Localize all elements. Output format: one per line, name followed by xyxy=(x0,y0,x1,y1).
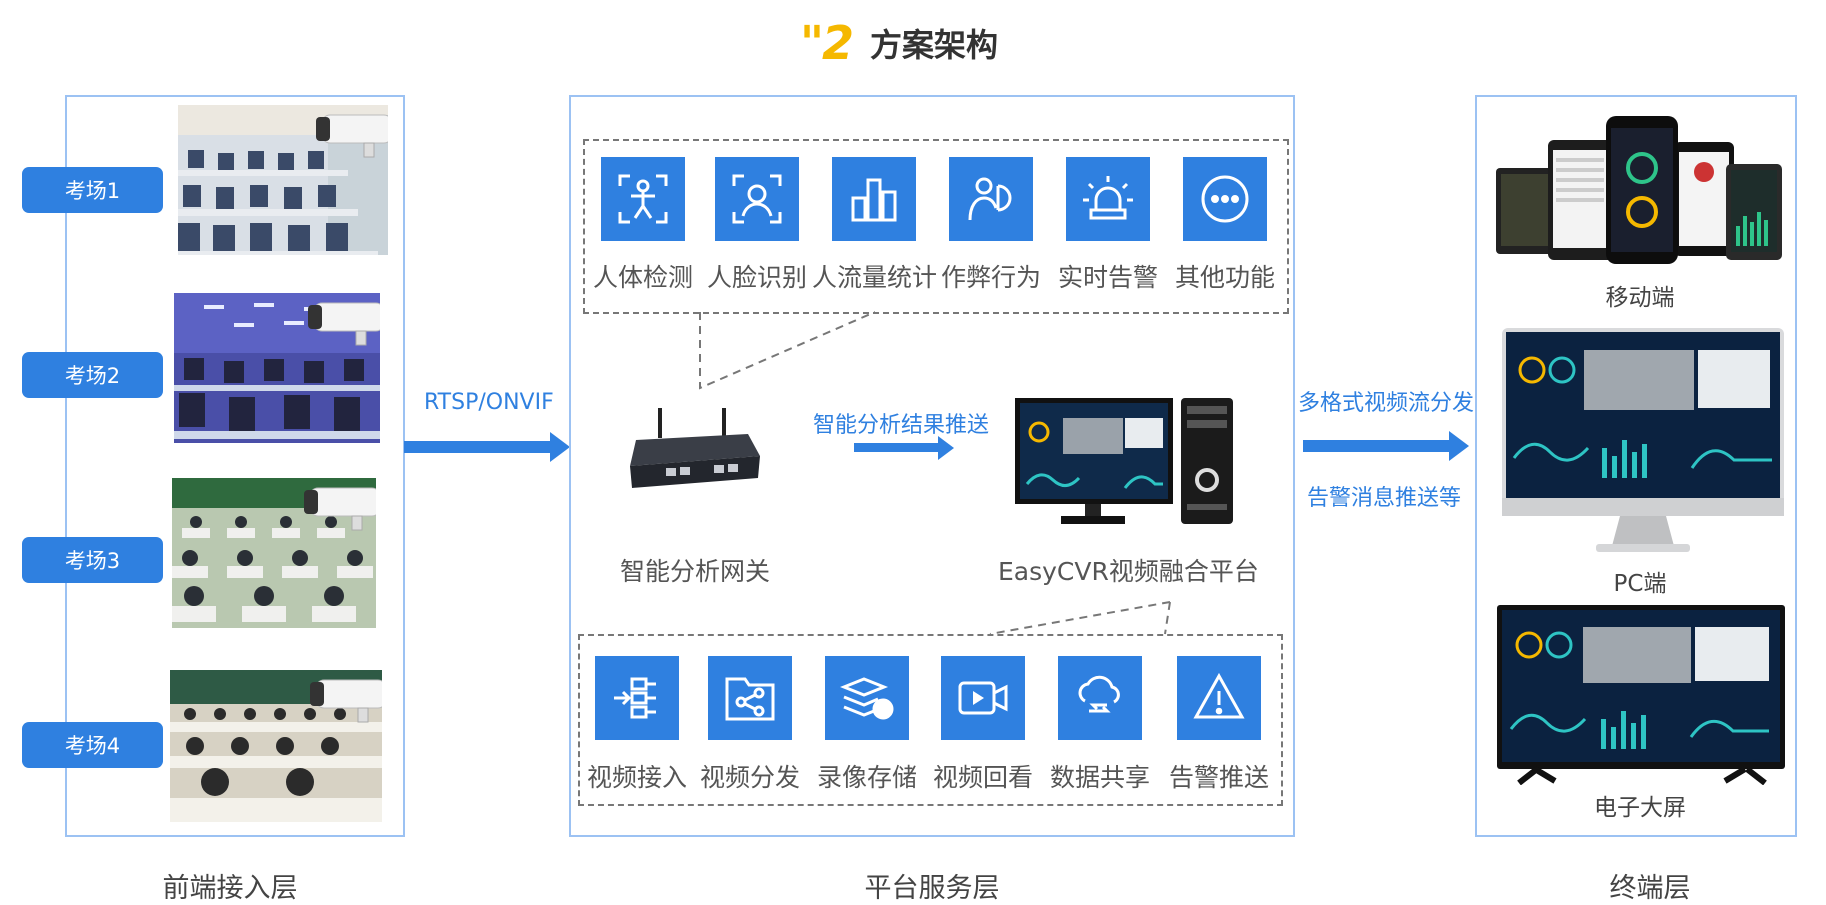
share-icon xyxy=(725,677,775,721)
analysis-tile-5[interactable] xyxy=(1066,157,1150,241)
platform-tile-4[interactable] xyxy=(941,656,1025,740)
platform-label: EasyCVR视频融合平台 xyxy=(998,557,1259,586)
exam-room-tag-2[interactable]: 考场2 xyxy=(22,352,163,398)
behavior-icon xyxy=(968,177,1012,221)
analysis-label-4: 作弊行为 xyxy=(941,263,1042,292)
platform-label-2: 视频分发 xyxy=(700,763,801,792)
front-layer-panel xyxy=(65,95,405,837)
big-screen-icon xyxy=(1497,605,1785,785)
platform-tile-2[interactable] xyxy=(708,656,792,740)
platform-screen-icon xyxy=(1015,398,1233,524)
analysis-functions-box xyxy=(583,139,1289,314)
gateway-label: 智能分析网关 xyxy=(620,557,771,586)
gateway-device-icon xyxy=(630,408,760,488)
exam-room-photo xyxy=(172,478,376,628)
mobile-devices-icon xyxy=(1496,116,1782,264)
terminal-layer-label: 终端层 xyxy=(1609,873,1691,904)
camera-icon xyxy=(316,114,388,158)
pc-monitor-icon xyxy=(1502,328,1784,552)
exam-room-photo xyxy=(174,293,380,443)
cloud-share-icon xyxy=(1078,675,1120,713)
arrow-right-icon xyxy=(1303,431,1469,461)
terminal-label-bigscreen: 电子大屏 xyxy=(1594,795,1686,821)
exam-room-photo xyxy=(178,105,388,255)
platform-tile-3[interactable] xyxy=(825,656,909,740)
video-access-icon xyxy=(614,677,656,719)
analysis-tile-6[interactable] xyxy=(1183,157,1267,241)
analysis-tile-1[interactable] xyxy=(601,157,685,241)
face-scan-icon xyxy=(732,174,782,224)
arrow-right-icon xyxy=(854,436,954,460)
platform-tile-1[interactable] xyxy=(595,656,679,740)
bar-chart-icon xyxy=(851,178,897,222)
platform-label-3: 录像存储 xyxy=(817,763,918,792)
exam-room-photo xyxy=(170,670,382,822)
terminal-label-mobile: 移动端 xyxy=(1605,285,1675,311)
analysis-tile-4[interactable] xyxy=(949,157,1033,241)
more-icon xyxy=(1201,175,1249,223)
terminal-layer-panel xyxy=(1475,95,1797,837)
title-text: 方案架构 xyxy=(869,26,998,64)
playback-icon xyxy=(958,681,1008,715)
exam-room-tag-1[interactable]: 考场1 xyxy=(22,167,163,213)
warning-icon xyxy=(1193,672,1245,719)
platform-functions-box xyxy=(578,634,1283,806)
title-number: "2 xyxy=(800,16,854,70)
analysis-label-5: 实时告警 xyxy=(1058,263,1159,292)
page-title: "2 方案架构 xyxy=(800,16,998,70)
callout-lines xyxy=(699,311,1171,635)
exam-room-tag-3[interactable]: 考场3 xyxy=(22,537,163,583)
platform-layer-label: 平台服务层 xyxy=(864,873,1000,904)
storage-layers-icon xyxy=(840,677,894,720)
analysis-push-label: 智能分析结果推送 xyxy=(813,413,990,438)
platform-tile-6[interactable] xyxy=(1177,656,1261,740)
platform-tile-5[interactable] xyxy=(1058,656,1142,740)
alarm-light-icon xyxy=(1083,176,1133,220)
analysis-label-2: 人脸识别 xyxy=(707,263,808,292)
analysis-label-1: 人体检测 xyxy=(593,263,694,292)
protocol-label: RTSP/ONVIF xyxy=(424,390,554,415)
analysis-tile-2[interactable] xyxy=(715,157,799,241)
platform-layer-panel xyxy=(569,95,1295,837)
platform-label-4: 视频回看 xyxy=(933,763,1034,792)
camera-icon xyxy=(310,679,382,723)
platform-label-5: 数据共享 xyxy=(1050,763,1151,792)
camera-icon xyxy=(308,302,380,346)
front-layer-label: 前端接入层 xyxy=(162,873,298,904)
alarm-push-label: 告警消息推送等 xyxy=(1307,486,1462,511)
person-scan-icon xyxy=(618,174,668,224)
analysis-label-3: 人流量统计 xyxy=(812,263,938,292)
platform-label-1: 视频接入 xyxy=(587,763,688,792)
exam-room-tag-4[interactable]: 考场4 xyxy=(22,722,163,768)
analysis-tile-3[interactable] xyxy=(832,157,916,241)
terminal-label-pc: PC端 xyxy=(1613,571,1667,597)
analysis-label-6: 其他功能 xyxy=(1175,263,1276,292)
platform-label-6: 告警推送 xyxy=(1169,763,1270,792)
arrow-right-icon xyxy=(404,432,570,462)
camera-icon xyxy=(304,487,376,531)
multi-format-label: 多格式视频流分发 xyxy=(1298,391,1475,416)
